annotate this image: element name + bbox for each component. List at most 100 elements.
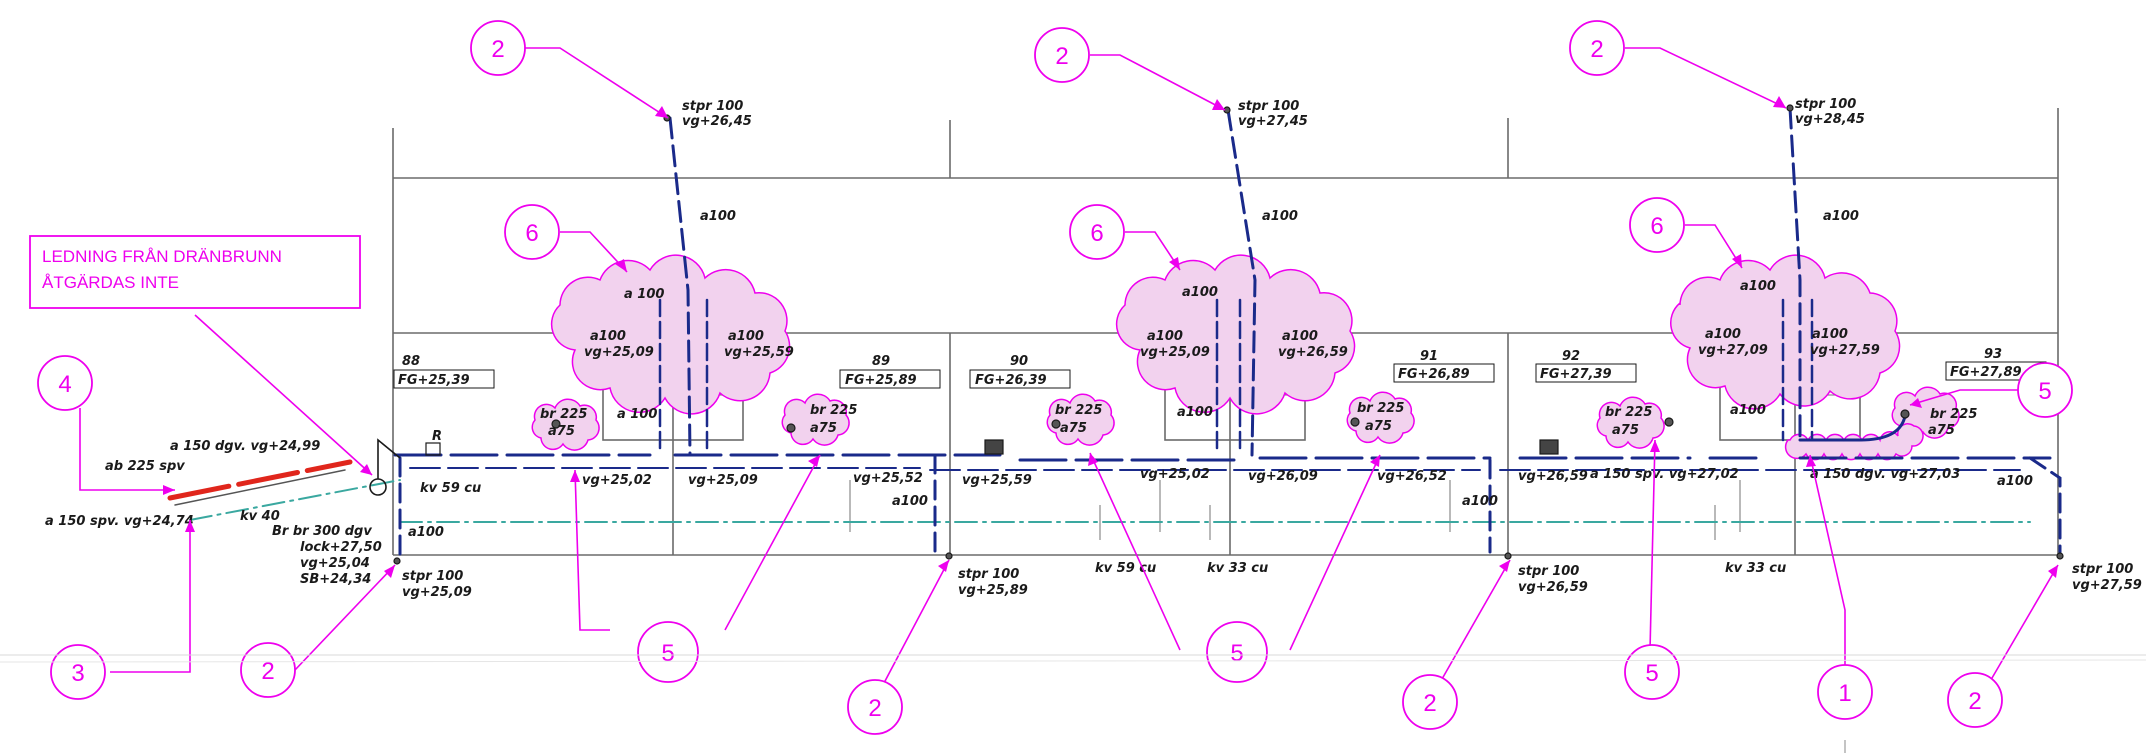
- note-line-1: LEDNING FRÅN DRÄNBRUNN: [42, 247, 282, 266]
- callout-number: 2: [1423, 690, 1436, 717]
- unit-93-fg: FG+27,89: [1950, 365, 2022, 380]
- unit-91-fg: FG+26,89: [1398, 367, 1470, 382]
- a100-small-4: a100: [408, 525, 444, 540]
- a150dgv-left: a 150 dgv. vg+24,99: [170, 439, 320, 454]
- a75-3: a75: [1060, 421, 1087, 436]
- callout-5-unit-89-right: 5: [0, 0, 13, 6]
- unit-92-fg: FG+27,39: [1540, 367, 1612, 382]
- stpr-bot-2-b: vg+25,89: [958, 583, 1028, 598]
- red-pipe-ab225: [167, 459, 353, 501]
- note-line-2: ÅTGÄRDAS INTE: [42, 273, 179, 292]
- a75-6: a75: [1928, 423, 1955, 438]
- br225-2: br 225: [810, 403, 857, 418]
- callout-4: 4: [37, 355, 93, 411]
- unit-90-name: 90: [1010, 354, 1028, 369]
- label-a100-3: a100: [1823, 209, 1859, 224]
- ab225spv: ab 225 spv: [105, 459, 185, 474]
- a75-5: a75: [1612, 423, 1639, 438]
- stpr-top-2-a: stpr 100: [1238, 99, 1299, 114]
- u88-vg2509: vg+25,09: [584, 345, 654, 360]
- u92-vg2759: vg+27,59: [1810, 343, 1880, 358]
- stpr-bot-1-b: vg+25,09: [402, 585, 472, 600]
- unit-90-fg: FG+26,39: [975, 373, 1047, 388]
- callout-circles: 2 2 2 6 6 6 4 3 5 5 5 5 2 2 2 2 5 1: [0, 0, 2073, 735]
- revision-cloud-unit-90: [1115, 254, 1356, 415]
- stpr-bot-3-b: vg+26,59: [1518, 580, 1588, 595]
- callout-2-bottom-4: 2: [1947, 672, 2003, 728]
- callout-5-unit-88-89: 5: [637, 621, 699, 683]
- callout-number: 1: [1838, 680, 1851, 707]
- unit-88-name: 88: [402, 354, 420, 369]
- callout-number: 2: [868, 695, 881, 722]
- pipes: [167, 106, 2062, 557]
- callout-5-unit-90-91: 5: [1206, 621, 1268, 683]
- callout-2-top-3: 2: [1569, 20, 1625, 76]
- unit-89-name: 89: [872, 354, 890, 369]
- callout-3: 3: [50, 644, 106, 700]
- stpr-top-3-b: vg+28,45: [1795, 112, 1865, 127]
- vg-2652: vg+26,52: [1377, 469, 1447, 484]
- vg-2559: vg+25,59: [962, 473, 1032, 488]
- kv-33cu-1: kv 33 cu: [1207, 561, 1268, 576]
- callout-number: 3: [71, 660, 84, 687]
- a100-small-3: a100: [1997, 474, 2033, 489]
- fittings: [393, 104, 2064, 565]
- downpipe-drop-93: [2028, 456, 2062, 554]
- br225-5: br 225: [1605, 405, 1652, 420]
- brbr-vg: vg+25,04: [300, 556, 370, 571]
- callout-6-unit-92: 6: [1629, 197, 1685, 253]
- a75-2: a75: [810, 421, 837, 436]
- small-cloud-br225-2: [781, 393, 850, 446]
- u92-a100-left: a100: [1705, 327, 1741, 342]
- callout-number: 2: [1055, 43, 1068, 70]
- unit-92-name: 92: [1562, 349, 1580, 364]
- vg-2502-2: vg+25,02: [1140, 467, 1210, 482]
- kv-40: kv 40: [240, 509, 280, 524]
- stpr-top-1-a: stpr 100: [682, 99, 743, 114]
- a75-1: a75: [548, 424, 575, 439]
- u92-a100-top: a100: [1740, 279, 1776, 294]
- u90-vg2509: vg+25,09: [1140, 345, 1210, 360]
- br225-4: br 225: [1357, 401, 1404, 416]
- downpipe-top-1: [668, 116, 692, 457]
- scan-band: [0, 654, 2146, 753]
- downpipe-top-2: [1226, 108, 1257, 457]
- stpr-top-2-b: vg+27,45: [1238, 114, 1308, 129]
- u88-a100-left: a100: [590, 329, 626, 344]
- drawing-annotations: stpr 100 vg+26,45 stpr 100 vg+27,45 stpr…: [45, 97, 2142, 600]
- u88-a100-right: a100: [728, 329, 764, 344]
- callout-5-unit-93: 5: [2017, 362, 2073, 418]
- grey-pipe-a150: [174, 469, 346, 506]
- vg-2659: vg+26,59: [1518, 469, 1588, 484]
- u90-a100-left: a100: [1147, 329, 1183, 344]
- callout-2-bottom-2: 2: [847, 679, 903, 735]
- small-cloud-br225-3: [1046, 393, 1115, 446]
- u88-a100-bottom: a 100: [617, 407, 657, 422]
- callout-number: 6: [1650, 213, 1663, 240]
- label-a100-1: a100: [700, 209, 736, 224]
- main-pipe-dgv: [393, 453, 2052, 462]
- label-a100-2: a100: [1262, 209, 1298, 224]
- vg-2509-2: vg+25,09: [688, 473, 758, 488]
- callout-6-unit-90: 6: [1069, 204, 1125, 260]
- a150spv-2: a 150 spv. vg+27,02: [1590, 467, 1739, 482]
- callout-number: 2: [261, 658, 274, 685]
- callout-number: 4: [58, 371, 71, 398]
- callout-number: 5: [1230, 640, 1243, 667]
- stpr-bot-3-a: stpr 100: [1518, 564, 1579, 579]
- u90-a100-right: a100: [1282, 329, 1318, 344]
- callout-2-top-1: 2: [470, 20, 526, 76]
- kv-59cu-1: kv 59 cu: [420, 481, 481, 496]
- stpr-bot-1-a: stpr 100: [402, 569, 463, 584]
- brbr-sb: SB+24,34: [300, 572, 371, 587]
- cloud-chain-unit-92: [1784, 423, 1924, 461]
- small-cloud-br225-1: [531, 398, 600, 451]
- callout-number: 2: [1590, 36, 1603, 63]
- small-cloud-br225-4: [1346, 391, 1415, 444]
- a150spv-left: a 150 spv. vg+24,74: [45, 514, 194, 529]
- brbr-300: Br br 300 dgv: [272, 524, 372, 539]
- callout-leaders: [79, 47, 2059, 701]
- u90-a100-top: a100: [1182, 285, 1218, 300]
- unit-88-fg: FG+25,39: [398, 373, 470, 388]
